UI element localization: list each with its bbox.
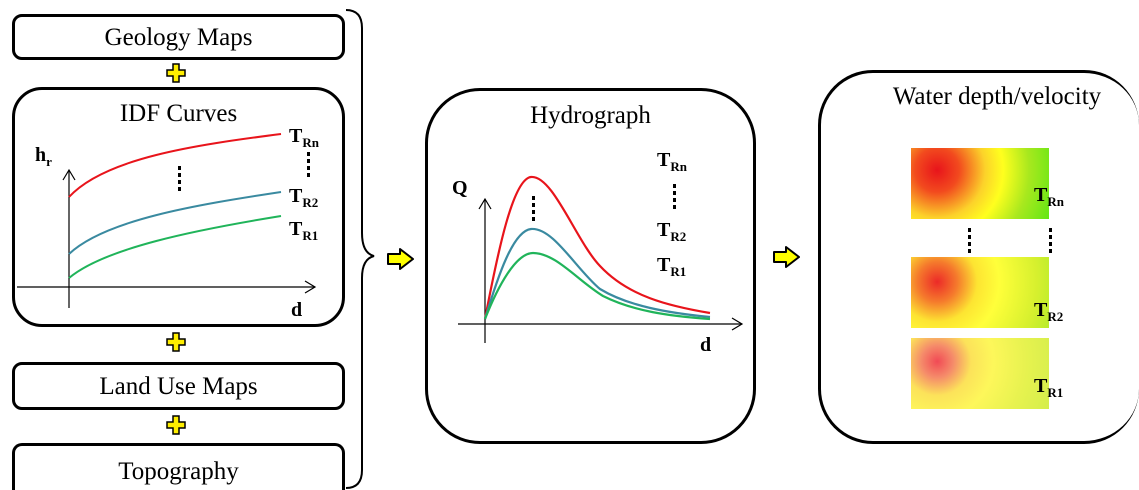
- vertical-ellipsis-icon: [968, 228, 971, 253]
- flood-map-r2: [911, 257, 1049, 328]
- hydrograph-curve-r2: [483, 227, 711, 320]
- results-labels: TRn TR2 TR1: [968, 184, 1065, 400]
- geology-maps-label: Geology Maps: [104, 24, 253, 51]
- land-use-maps-box: Land Use Maps: [12, 362, 345, 410]
- idf-curve-r1: [68, 215, 282, 279]
- hydrograph-x-label: d: [700, 334, 711, 356]
- result-label-rn: TRn: [1034, 184, 1065, 209]
- plus-icon: [166, 415, 186, 435]
- right-arrow-icon: [387, 248, 414, 270]
- idf-label-r2: TR2: [289, 185, 318, 210]
- hydrograph-curve-rn: [483, 175, 711, 320]
- vertical-ellipsis-icon: [1049, 228, 1052, 253]
- hydrograph-label-r2: TR2: [657, 219, 686, 244]
- vertical-ellipsis-icon: [673, 184, 676, 209]
- idf-label-rn: TRn: [289, 125, 320, 150]
- flood-map-r1: [911, 338, 1049, 409]
- result-label-r2: TR2: [1034, 299, 1063, 324]
- hydrograph-chart: Q d TRn TR2 TR1: [452, 149, 744, 356]
- plus-icon: [166, 63, 186, 83]
- hydrograph-label-rn: TRn: [657, 149, 688, 174]
- vertical-ellipsis-icon: [532, 196, 535, 221]
- water-depth-box: Water depth/velocity TRn TR2 TR1: [818, 70, 1139, 444]
- topography-label: Topography: [118, 458, 239, 485]
- flood-map-rn: [911, 148, 1049, 219]
- right-arrow-icon: [773, 246, 800, 268]
- hydrograph-y-label: Q: [452, 177, 468, 199]
- idf-label-r1: TR1: [289, 218, 318, 243]
- geology-maps-box: Geology Maps: [12, 14, 345, 60]
- land-use-maps-label: Land Use Maps: [99, 373, 258, 400]
- idf-curve-r2: [68, 191, 282, 255]
- result-label-r1: TR1: [1034, 375, 1063, 400]
- hydrograph-curve-r1: [483, 251, 711, 321]
- hydrograph-box: Hydrograph Q d TRn TR2 TR1: [425, 88, 756, 444]
- vertical-ellipsis-icon: [178, 166, 181, 191]
- brace-icon: [345, 9, 375, 489]
- idf-curves-title: IDF Curves: [119, 100, 238, 127]
- hydrograph-title: Hydrograph: [530, 102, 651, 129]
- idf-curve-rn: [68, 133, 282, 198]
- idf-chart: hr d TRn TR2 TR1: [17, 125, 320, 321]
- plus-icon: [166, 332, 186, 352]
- idf-y-label: hr: [35, 144, 52, 169]
- vertical-ellipsis-icon: [307, 152, 310, 177]
- water-depth-title: Water depth/velocity: [892, 83, 1102, 110]
- topography-box: Topography: [12, 443, 345, 490]
- idf-curves-box: IDF Curves hr d TRn TR2 TR1: [12, 87, 345, 327]
- hydrograph-label-r1: TR1: [657, 254, 686, 279]
- idf-x-label: d: [291, 299, 302, 321]
